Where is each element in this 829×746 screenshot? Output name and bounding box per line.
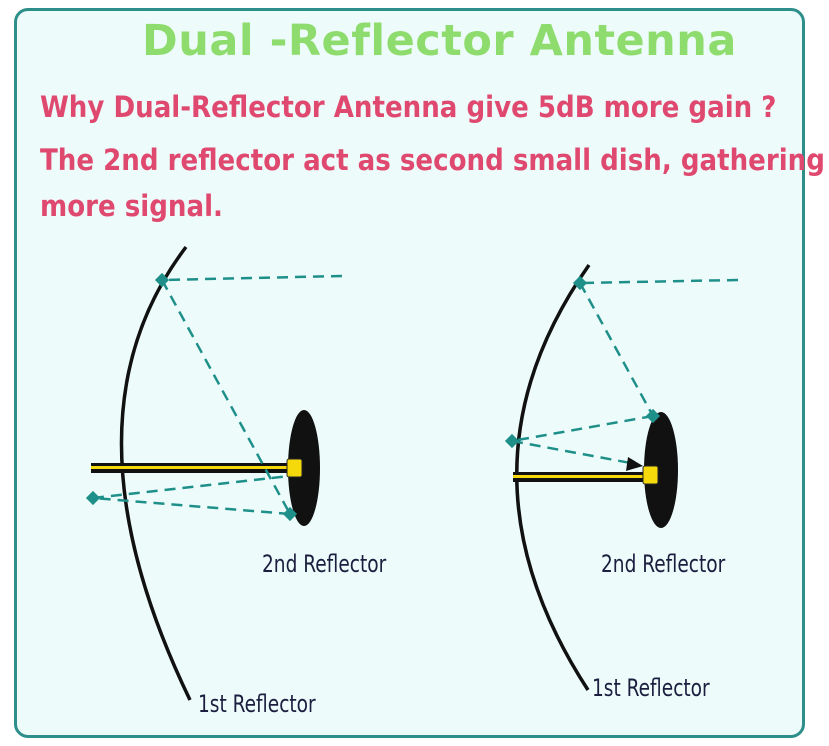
left-second-reflector-label: 2nd Reflector xyxy=(262,550,387,578)
question-line: Why Dual-Reflector Antenna give 5dB more… xyxy=(40,90,777,124)
explanation-line-2: more signal. xyxy=(40,189,223,223)
right-feed-horn xyxy=(642,465,659,485)
right-ray-arrowhead xyxy=(626,457,643,471)
right-second-reflector-label: 2nd Reflector xyxy=(601,550,726,578)
left-reflection-points xyxy=(85,272,298,522)
diagram-frame xyxy=(14,8,805,738)
right-reflection-points xyxy=(504,275,661,449)
left-feed-horn xyxy=(286,458,303,478)
left-signal-rays xyxy=(92,274,343,516)
right-first-reflector-label: 1st Reflector xyxy=(592,674,710,702)
right-signal-rays xyxy=(511,278,739,466)
left-antenna xyxy=(85,245,343,701)
left-first-reflector-dish xyxy=(119,245,192,701)
right-antenna xyxy=(504,263,739,691)
diagram-title: Dual -Reflector Antenna xyxy=(142,16,737,66)
explanation-line-1: The 2nd reflector act as second small di… xyxy=(40,143,825,177)
left-first-reflector-label: 1st Reflector xyxy=(198,690,316,718)
right-second-reflector xyxy=(644,412,678,528)
left-second-reflector xyxy=(288,410,320,526)
